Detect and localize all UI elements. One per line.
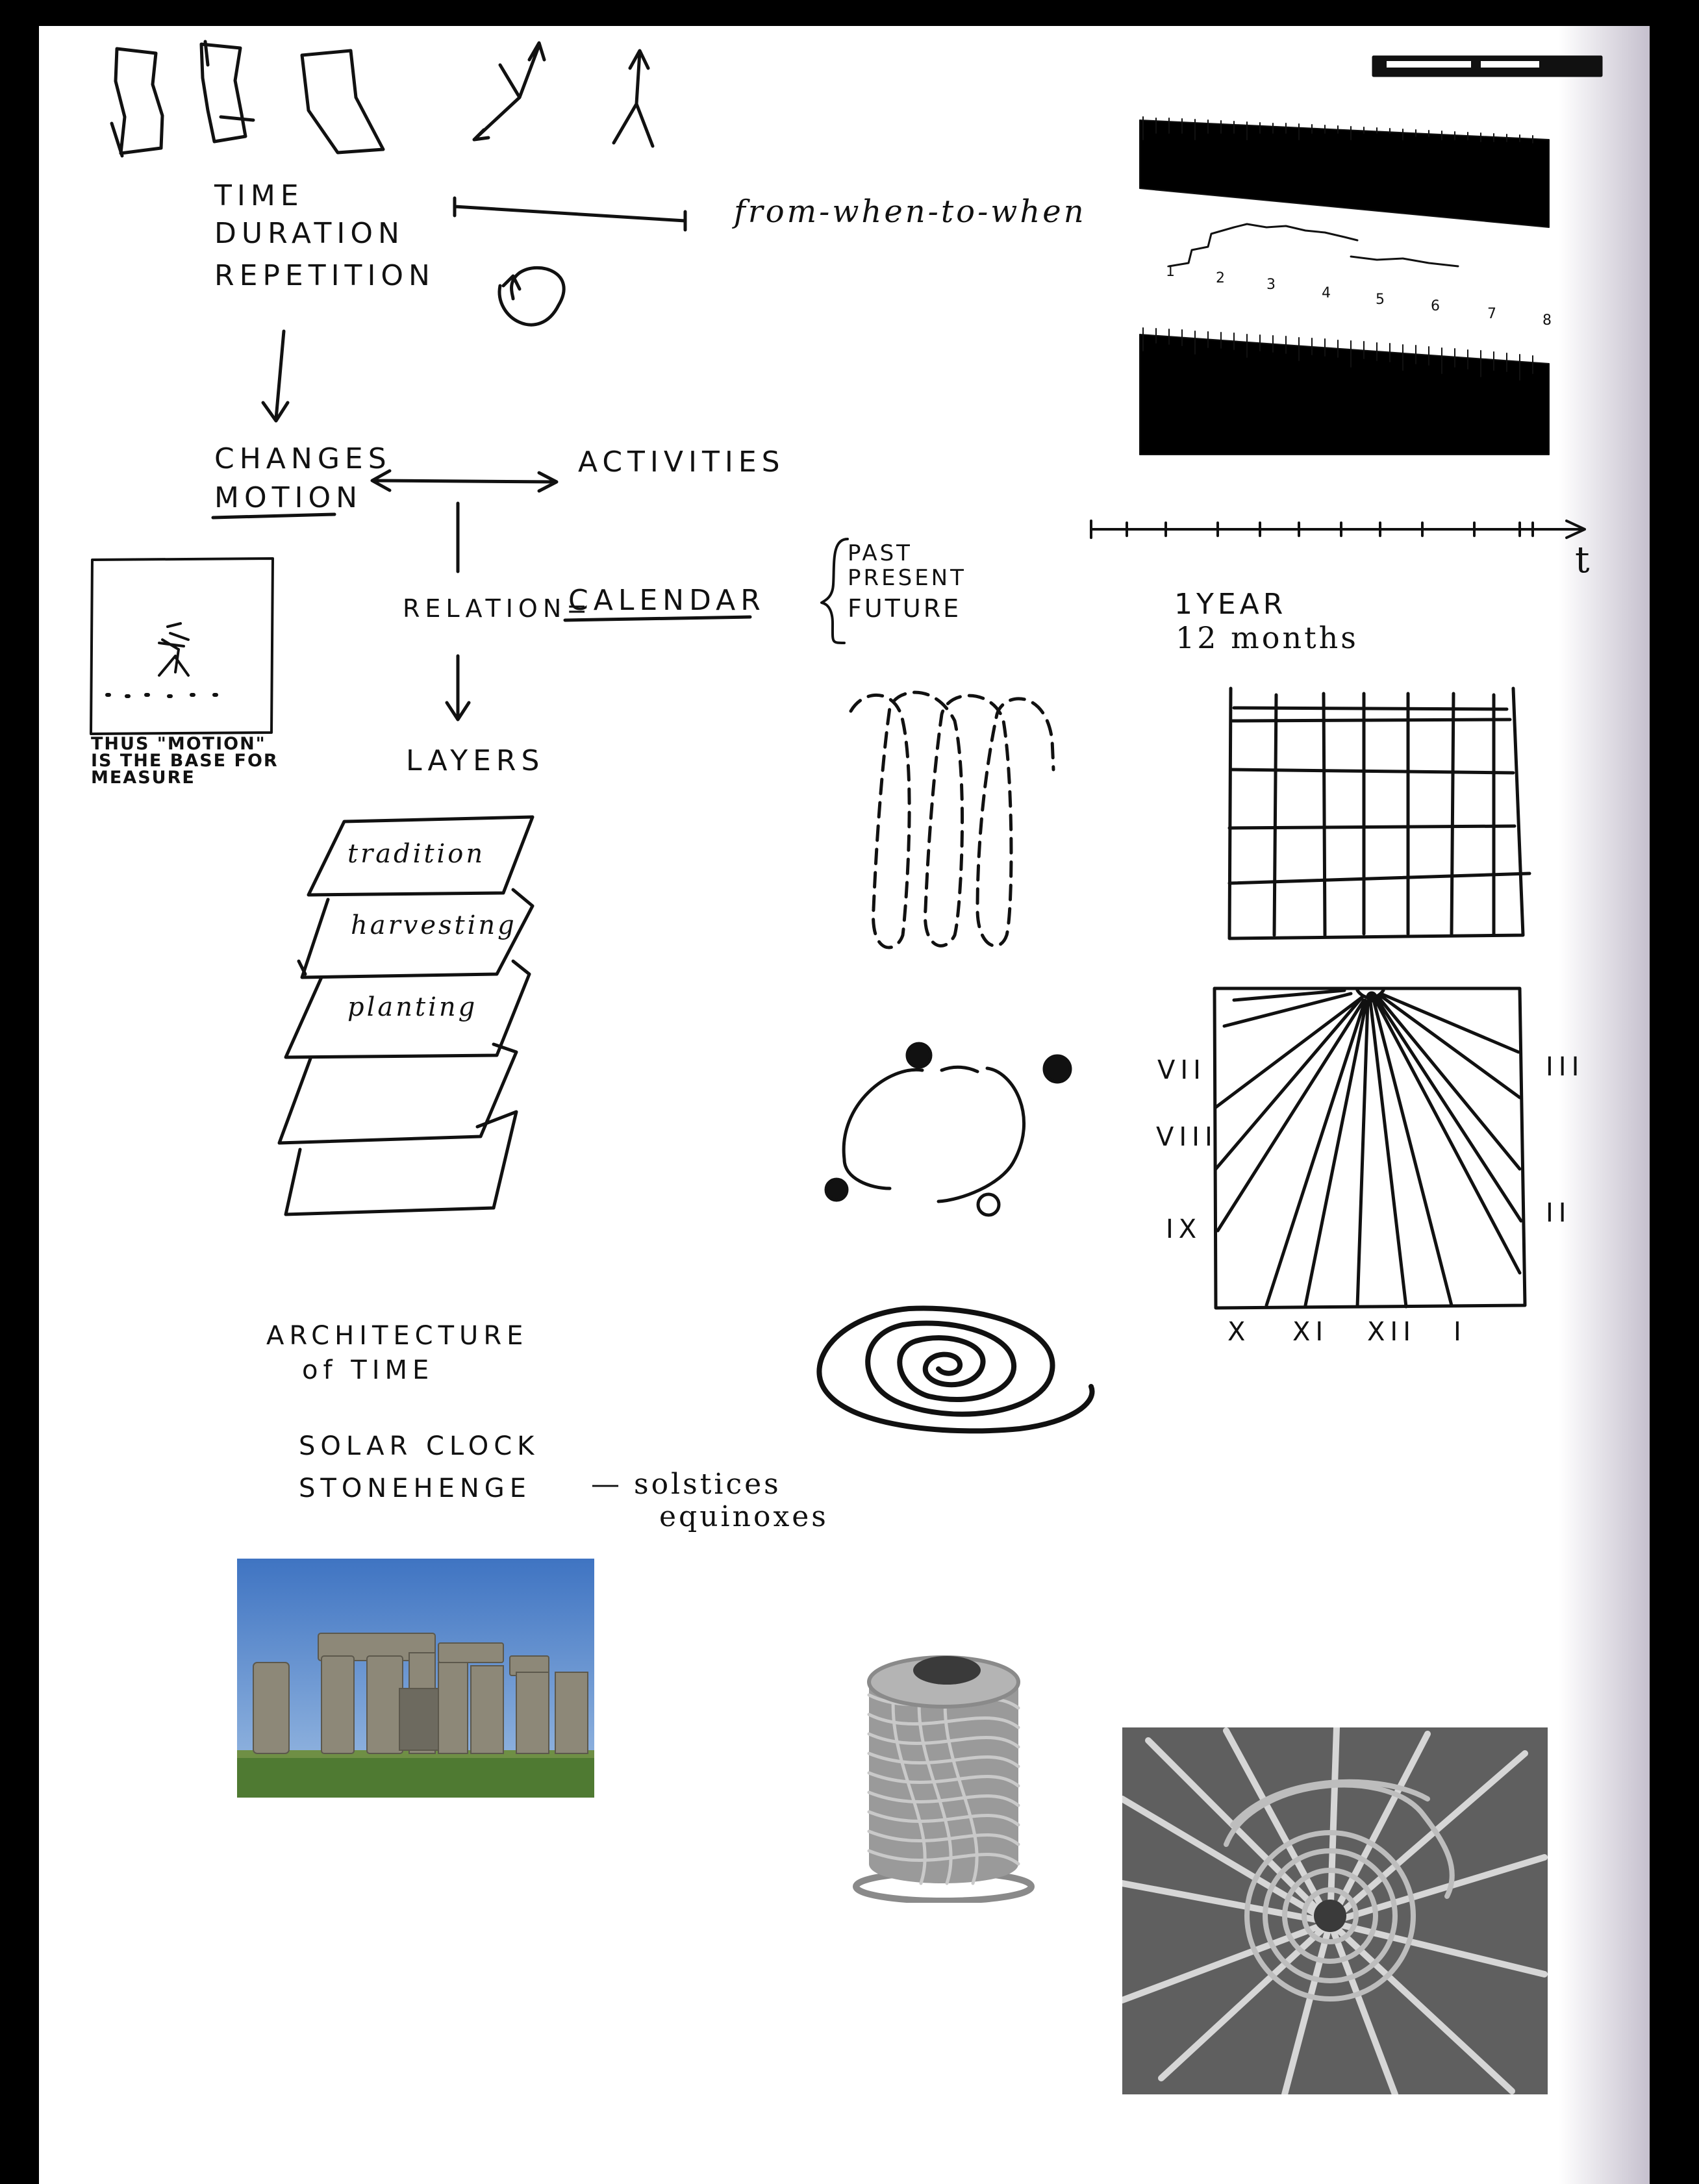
double-arrow xyxy=(370,469,559,493)
sundial-hour-x: X xyxy=(1227,1317,1251,1347)
page-edge-shadow xyxy=(1559,26,1650,2184)
architecture-label: ARCHITECTURE xyxy=(266,1321,529,1351)
timeline-axis xyxy=(1090,520,1586,539)
motion-caption-3: MEASURE xyxy=(91,768,195,788)
time-label: TIME xyxy=(214,179,304,212)
motion-underline xyxy=(211,512,336,520)
arrow-down-1 xyxy=(261,329,290,423)
tenses-brace xyxy=(820,538,849,644)
repetition-loop-icon xyxy=(497,266,566,327)
motion-caption-2: IS THE BASE FOR xyxy=(91,751,279,771)
sundial-hour-ix: IX xyxy=(1166,1214,1202,1244)
calendar-grid xyxy=(1227,686,1531,940)
sundial-hour-viii: VIII xyxy=(1156,1122,1218,1152)
duration-line xyxy=(453,196,687,232)
layer-label-planting: planting xyxy=(347,992,478,1022)
year-label: 1YEAR xyxy=(1174,588,1287,621)
ruler-number: 3 xyxy=(1266,277,1276,293)
layer-label-tradition: tradition xyxy=(347,839,486,869)
layer-label-harvesting: harvesting xyxy=(351,910,517,940)
ruler-number: 8 xyxy=(1542,312,1552,329)
motion-figure-box xyxy=(90,557,274,735)
paper-sketches xyxy=(110,40,385,158)
sundial-hour-vii: VII xyxy=(1157,1055,1206,1085)
ruler-number: 6 xyxy=(1431,298,1440,314)
changes-label: CHANGES xyxy=(214,442,392,475)
ruler-number: 7 xyxy=(1487,306,1496,322)
tense-past: PAST xyxy=(848,540,912,566)
from-when-to-when-label: from-when-to-when xyxy=(734,194,1087,230)
layers-stack xyxy=(277,815,535,1216)
stonehenge-photo xyxy=(237,1559,594,1798)
solar-clock-label: SOLAR CLOCK xyxy=(299,1431,540,1461)
ruler-number: 4 xyxy=(1322,285,1331,301)
direction-arrows xyxy=(472,41,655,148)
sundial-hour-xii: XII xyxy=(1367,1317,1416,1347)
orbit-diagram xyxy=(824,1042,1072,1217)
arrow-down-2 xyxy=(445,654,471,722)
tense-present: PRESENT xyxy=(848,565,966,591)
layers-label: LAYERS xyxy=(406,744,545,777)
sundial-hour-i: I xyxy=(1454,1317,1466,1347)
calendar-underline xyxy=(563,615,752,622)
sundial xyxy=(1213,986,1527,1310)
solid-spiral xyxy=(816,1305,1095,1434)
motion-label: MOTION xyxy=(214,481,362,514)
axis-t-label: t xyxy=(1575,539,1592,581)
activities-label: ACTIVITIES xyxy=(578,446,785,479)
tense-future: FUTURE xyxy=(848,594,962,623)
duration-label: DURATION xyxy=(214,217,405,250)
scale-bar xyxy=(1372,55,1603,77)
basket-weaving-photo xyxy=(1122,1727,1548,2094)
months-label: 12 months xyxy=(1176,620,1359,655)
ruler-numbers: 1 2 3 4 5 6 7 8 xyxy=(1166,264,1552,329)
motion-caption-1: THUS "MOTION" xyxy=(91,734,266,754)
ruler-number: 5 xyxy=(1376,292,1385,308)
sundial-hour-xi: XI xyxy=(1292,1317,1329,1347)
solstices-label: — solstices xyxy=(591,1468,781,1501)
sundial-hour-iii: III xyxy=(1546,1052,1585,1082)
relation-label: RELATION= xyxy=(403,594,593,623)
equinoxes-label: equinoxes xyxy=(659,1500,829,1533)
rope-coil-image xyxy=(843,1630,1044,1903)
ruler-number: 2 xyxy=(1216,270,1225,286)
sundial-hour-ii: II xyxy=(1546,1198,1572,1228)
stonehenge-label: STONEHENGE xyxy=(299,1474,532,1503)
ruler-number: 1 xyxy=(1166,264,1175,280)
ruler-image xyxy=(1139,116,1550,455)
of-time-label: of TIME xyxy=(302,1355,434,1385)
calendar-label: CALENDAR xyxy=(568,584,766,617)
dashed-spiral xyxy=(849,690,1055,949)
repetition-label: REPETITION xyxy=(214,259,435,292)
